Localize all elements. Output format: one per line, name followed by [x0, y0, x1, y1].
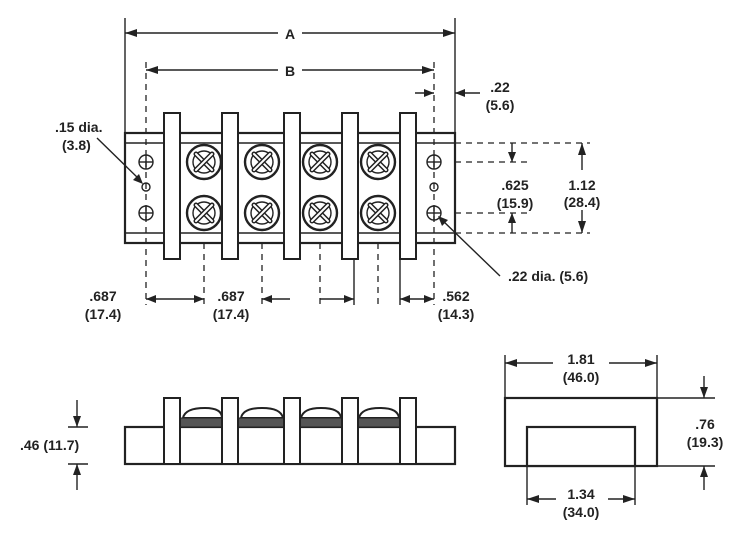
end-dim-mm-label: (14.3)	[438, 306, 475, 322]
dim-a-label: A	[285, 26, 295, 42]
cross-slot-screw-icon	[243, 194, 281, 232]
end-view	[503, 355, 715, 505]
pitch-mid-mm-label: (17.4)	[213, 306, 250, 322]
pitch-mid-label: .687	[217, 288, 244, 304]
inner-width-label: 1.34	[567, 486, 594, 502]
cross-slot-screw-icon	[185, 194, 223, 232]
height-label: .46 (11.7)	[20, 437, 79, 453]
end-width-label: 1.81	[567, 351, 594, 367]
barrier	[221, 397, 239, 465]
side-view	[123, 397, 457, 466]
mount-hole-label: .22 dia. (5.6)	[508, 268, 588, 284]
inner-width-mm-label: (34.0)	[563, 504, 600, 520]
barriers-side	[163, 397, 417, 465]
cross-slot-screw-icon	[243, 143, 281, 181]
dimension-end-width: 1.81 (46.0)	[505, 351, 657, 385]
end-width-mm-label: (46.0)	[563, 369, 600, 385]
screw-spacing-mm-label: (15.9)	[497, 195, 534, 211]
end-gap-label: .22	[490, 79, 510, 95]
top-view	[123, 18, 590, 305]
hole-dia-callout: .15 dia. (3.8)	[55, 119, 143, 184]
end-gap-mm-label: (5.6)	[486, 97, 515, 113]
pitch-left-label: .687	[89, 288, 116, 304]
barrier	[283, 112, 301, 260]
barrier	[221, 112, 239, 260]
cross-slot-screw-icon	[301, 194, 339, 232]
barrier	[163, 112, 181, 260]
center-lines	[145, 62, 590, 305]
dimension-screw-spacing: .625 (15.9)	[497, 143, 534, 233]
end-height-mm-label: (19.3)	[687, 434, 724, 450]
dimension-end: .562 (14.3)	[400, 288, 474, 322]
width-mm-label: (28.4)	[564, 194, 601, 210]
dimension-a: A	[125, 26, 455, 42]
dim-b-label: B	[285, 63, 295, 79]
screw-spacing-label: .625	[501, 177, 528, 193]
barrier	[399, 397, 417, 465]
barrier	[283, 397, 301, 465]
terminal-screws	[185, 143, 397, 232]
dimension-b: B	[146, 63, 434, 79]
end-channel	[525, 425, 637, 468]
dimension-pitch-left: .687 (17.4)	[85, 288, 204, 322]
hole-dia-mm-label: (3.8)	[62, 137, 91, 153]
dimension-width: 1.12 (28.4)	[564, 143, 601, 233]
dimension-height: .46 (11.7)	[20, 400, 88, 490]
barrier	[163, 397, 181, 465]
dimension-pitch-mid: .687 (17.4)	[213, 259, 355, 322]
cross-slot-screw-icon	[359, 143, 397, 181]
mount-hole-callout: .22 dia. (5.6)	[438, 216, 588, 284]
width-label: 1.12	[568, 177, 595, 193]
cross-slot-screw-icon	[185, 143, 223, 181]
barrier	[341, 112, 359, 260]
barriers-top	[163, 112, 417, 260]
pitch-left-mm-label: (17.4)	[85, 306, 122, 322]
dimension-inner-width: 1.34 (34.0)	[527, 486, 635, 520]
hole-dia-label: .15 dia.	[55, 119, 102, 135]
cross-slot-screw-icon	[301, 143, 339, 181]
dimension-end-height: .76 (19.3)	[687, 376, 724, 490]
cross-slot-screw-icon	[359, 194, 397, 232]
end-height-label: .76	[695, 416, 715, 432]
end-dim-label: .562	[442, 288, 469, 304]
barrier	[399, 112, 417, 260]
barrier	[341, 397, 359, 465]
dimension-end-gap: .22 (5.6)	[415, 79, 514, 113]
